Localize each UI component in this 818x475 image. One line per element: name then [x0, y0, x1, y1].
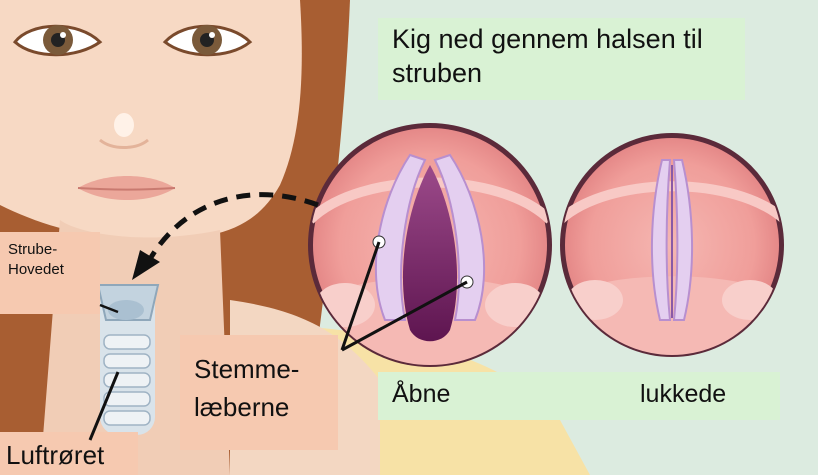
larynx-label-line-2: Hovedet — [8, 260, 64, 280]
title-line-1: Kig ned gennem halsen til — [392, 22, 703, 56]
vocal-folds-label-line-1: Stemme- — [194, 350, 299, 388]
trachea-label: Luftrøret — [6, 440, 104, 471]
closed-label: lukkede — [640, 380, 726, 409]
larynx-label-line-1: Strube- — [8, 240, 64, 260]
open-label: Åbne — [392, 380, 450, 409]
larynx-label: Strube- Hovedet — [8, 240, 64, 280]
nose — [114, 113, 134, 137]
title-line-2: struben — [392, 56, 703, 90]
title: Kig ned gennem halsen til struben — [392, 22, 703, 90]
vocal-folds-label-line-2: læberne — [194, 388, 299, 426]
vocal-folds-label: Stemme- læberne — [194, 350, 299, 426]
